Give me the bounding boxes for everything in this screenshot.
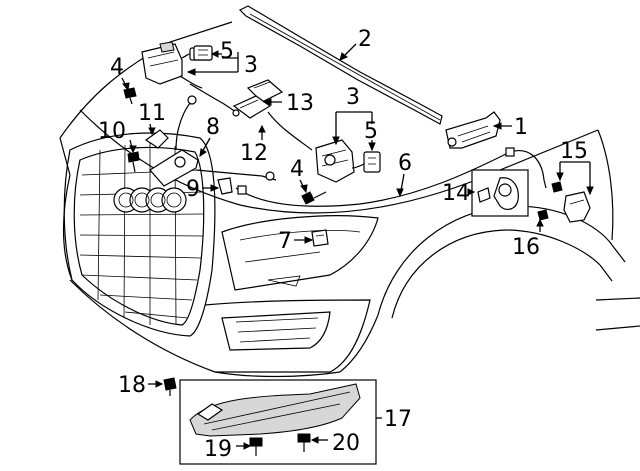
part-5-connector-upper [193,45,213,61]
callout-3-upper: 3 [244,53,258,78]
callout-6: 6 [398,151,412,176]
part-7-clip [311,229,329,247]
callout-20: 20 [332,431,360,456]
callout-11: 11 [138,101,166,126]
audi-rings-emblem [113,187,187,213]
callout-numbers: 1 2 3 5 3 5 4 4 6 7 8 9 10 11 12 13 14 1… [98,27,588,462]
part-20-clip [297,433,311,452]
callout-14: 14 [442,181,470,206]
callout-17: 17 [384,407,412,432]
part-14-inset [471,169,529,217]
callout-8: 8 [206,115,220,140]
callout-7: 7 [278,229,292,254]
part-16-screw [537,209,549,221]
part-10-screw [127,151,140,173]
callout-5-upper: 5 [220,39,234,64]
part-18-clip [163,377,177,396]
part-2-hood-seal [238,5,443,125]
part-5-connector-lower [351,151,381,173]
callout-4-upper: 4 [110,55,124,80]
part-15-release-handle [551,181,591,223]
callout-13: 13 [286,91,314,116]
part-1-latch-bracket [445,111,501,149]
part-3-latch-lower [315,139,355,183]
front-grille [63,132,216,337]
callout-15: 15 [560,139,588,164]
callout-18: 18 [118,373,146,398]
part-9-clip [217,177,233,195]
part-12-cable [189,83,313,151]
callout-3-lower: 3 [346,85,360,110]
part-4-bolt-lower [301,191,327,205]
callout-arrowheads [122,50,594,450]
part-12-release-cable [195,169,277,181]
part-11-bracket [144,129,169,149]
part-17-inset [179,379,377,465]
callout-4-lower: 4 [290,157,304,182]
callout-10: 10 [98,119,126,144]
callout-2: 2 [358,27,372,52]
callout-1: 1 [514,115,528,140]
part-8-support [149,95,199,187]
part-19-clip [249,437,263,456]
callout-16: 16 [512,235,540,260]
part-4-bolt-upper [123,87,137,105]
callout-19: 19 [204,437,232,462]
callout-9: 9 [186,177,200,202]
callout-12: 12 [240,141,268,166]
callout-5-lower: 5 [364,119,378,144]
